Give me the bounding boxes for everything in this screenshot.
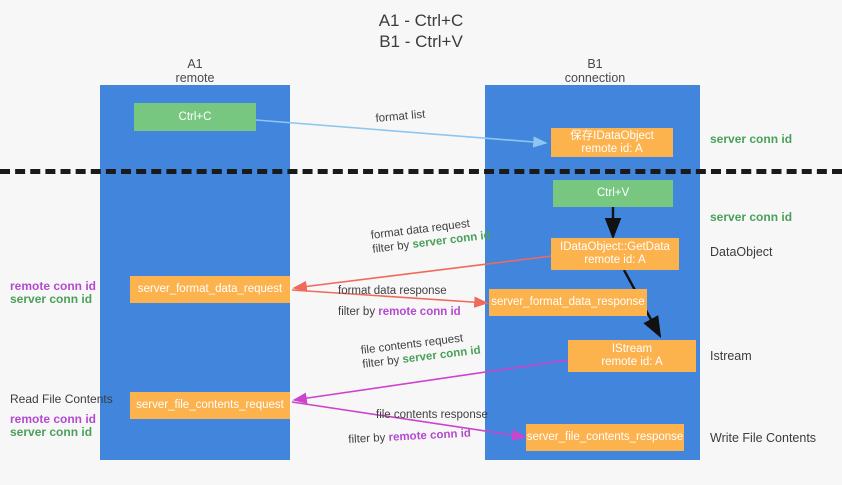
box-istream[interactable]: IStream remote id: A <box>568 340 696 372</box>
label-format-list: format list <box>375 108 426 126</box>
box-server-format-data-response[interactable]: server_format_data_response <box>489 289 647 316</box>
box-save-dataobject[interactable]: 保存IDataObject remote id: A <box>551 128 673 157</box>
box-server-file-contents-request[interactable]: server_file_contents_request <box>130 392 290 419</box>
box-save-dataobject-line1: 保存IDataObject <box>570 129 654 142</box>
filter-prefix: filter by <box>348 431 389 446</box>
box-istream-line2: remote id: A <box>601 356 663 368</box>
label-file-contents-response-text: file contents response <box>376 409 488 421</box>
box-server-format-data-response-label: server_format_data_response <box>491 296 645 308</box>
box-getdata[interactable]: IDataObject::GetData remote id: A <box>551 238 679 270</box>
box-server-format-data-request[interactable]: server_format_data_request <box>130 276 290 303</box>
label-left-server-conn-id-2: server conn id <box>10 425 93 439</box>
label-right-server-conn-id-top: server conn id <box>710 132 793 146</box>
column-a1-name: A1 <box>187 57 203 71</box>
box-save-dataobject-line2: remote id: A <box>581 142 643 155</box>
label-right-write-file-contents: Write File Contents <box>710 431 817 445</box>
filter-value-remote-conn-id: remote conn id <box>388 427 472 444</box>
label-right-server-conn-id-mid: server conn id <box>710 210 793 224</box>
phase-divider <box>0 169 842 174</box>
label-format-data-response: format data response filter by remote co… <box>338 284 461 319</box>
label-file-contents-response: file contents response <box>376 408 488 422</box>
column-a1-sub: remote <box>175 71 215 85</box>
box-server-file-contents-request-label: server_file_contents_request <box>136 399 284 411</box>
column-b1-name: B1 <box>587 57 603 71</box>
box-server-file-contents-response-label: server_file_contents_response <box>526 431 684 443</box>
label-format-data-request: format data request filter by server con… <box>370 215 491 257</box>
label-format-data-response-text: format data response <box>338 285 447 297</box>
title-line-2: B1 - Ctrl+V <box>379 32 463 51</box>
box-getdata-line2: remote id: A <box>584 254 646 266</box>
label-right-dataobject: DataObject <box>710 245 773 259</box>
box-server-format-data-request-label: server_format_data_request <box>137 283 283 295</box>
label-left-server-conn-id-1: server conn id <box>10 292 93 306</box>
page-title: A1 - Ctrl+C B1 - Ctrl+V <box>0 10 842 52</box>
column-header-a1: A1 remote <box>120 57 270 85</box>
box-server-file-contents-response[interactable]: server_file_contents_response <box>526 424 684 451</box>
filter-prefix: filter by <box>361 353 404 371</box>
label-left-read-file-contents: Read File Contents <box>10 392 113 406</box>
label-right-istream: Istream <box>710 349 752 363</box>
label-file-contents-request: file contents request filter by server c… <box>360 330 481 372</box>
column-header-b1: B1 connection <box>520 57 670 85</box>
filter-prefix: filter by <box>338 306 379 318</box>
column-b1-sub: connection <box>564 71 626 85</box>
label-left-remote-conn-id-2: remote conn id <box>10 412 97 426</box>
filter-prefix: filter by <box>371 238 414 256</box>
label-file-contents-response-filter: filter by remote conn id <box>348 427 471 447</box>
box-ctrl-v-label: Ctrl+V <box>596 187 630 199</box>
label-format-list-text: format list <box>375 108 426 125</box>
label-left-remote-conn-id-1: remote conn id <box>10 279 97 293</box>
box-istream-line1: IStream <box>611 343 653 355</box>
label-format-data-response-filter: filter by remote conn id <box>338 305 461 319</box>
title-line-1: A1 - Ctrl+C <box>378 11 464 30</box>
filter-value-remote-conn-id: remote conn id <box>378 306 461 318</box>
box-ctrl-c[interactable]: Ctrl+C <box>134 103 256 131</box>
box-ctrl-c-label: Ctrl+C <box>178 110 212 123</box>
box-getdata-line1: IDataObject::GetData <box>560 241 670 253</box>
box-ctrl-v[interactable]: Ctrl+V <box>553 180 673 207</box>
